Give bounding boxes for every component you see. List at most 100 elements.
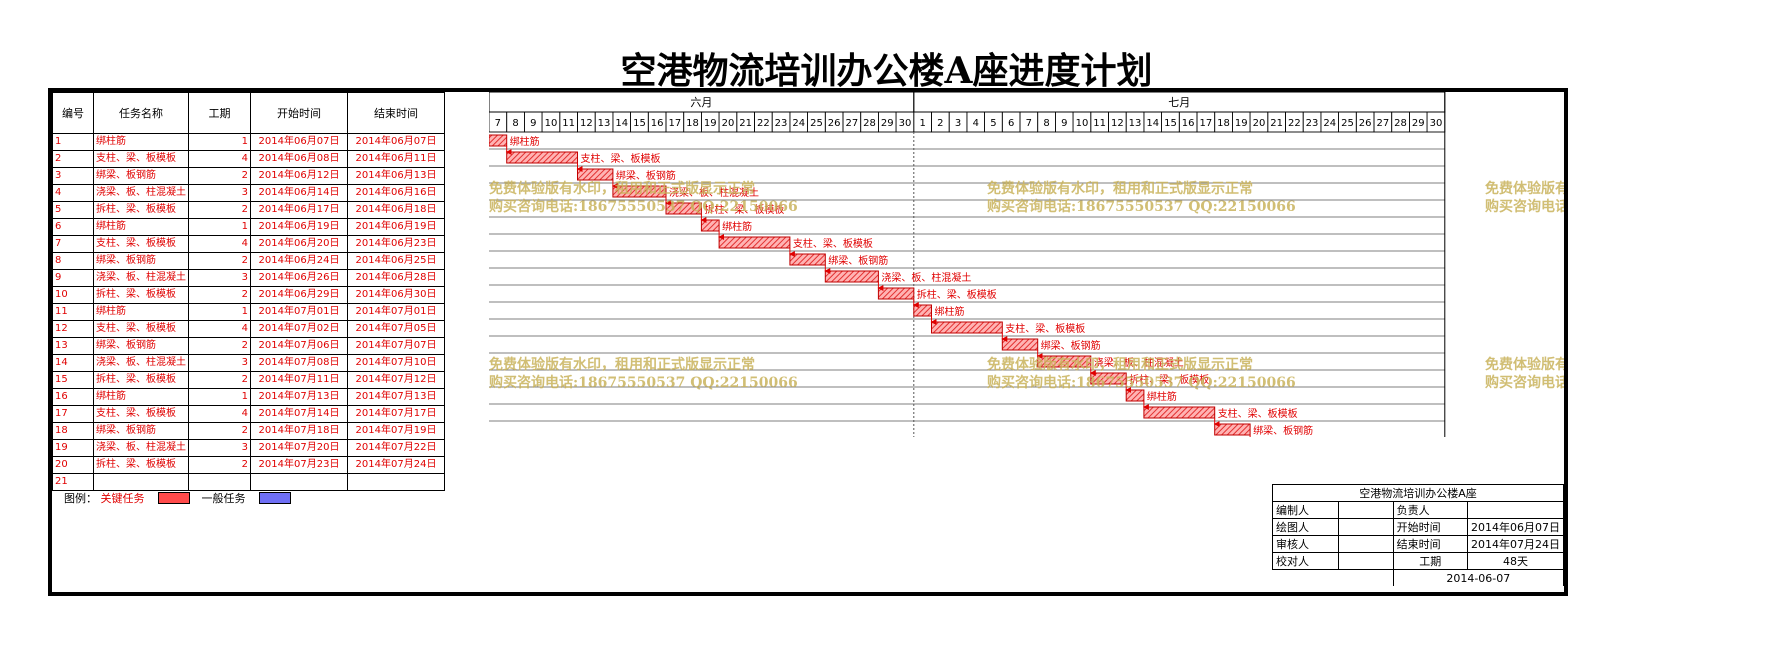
gantt-bar bbox=[506, 151, 579, 164]
task-end-cell: 2014年06月07日 bbox=[347, 133, 445, 151]
task-no-cell: 18 bbox=[52, 422, 94, 440]
gantt-bar bbox=[1001, 338, 1039, 351]
task-name-cell: 支柱、梁、板模板 bbox=[93, 150, 189, 168]
task-start-cell: 2014年06月24日 bbox=[250, 252, 348, 270]
gantt-day-label: 8 bbox=[1043, 118, 1049, 129]
legend-critical-label: 关键任务 bbox=[100, 492, 145, 505]
gantt-day-label: 3 bbox=[955, 118, 961, 129]
info-duration-label: 工期 bbox=[1392, 552, 1468, 570]
gantt-day-label: 26 bbox=[828, 118, 841, 129]
table-row: 21 bbox=[52, 473, 445, 491]
task-name-cell: 支柱、梁、板模板 bbox=[93, 405, 189, 423]
gantt-day-label: 11 bbox=[1093, 118, 1106, 129]
gantt-day-label: 13 bbox=[598, 118, 611, 129]
watermark-6: 免费体验版有水印，租用和正式版显示正常 购买咨询电话:18675550537 Q… bbox=[1485, 356, 1568, 392]
gantt-day-label: 30 bbox=[899, 118, 912, 129]
task-start-cell: 2014年07月14日 bbox=[250, 405, 348, 423]
task-start-cell: 2014年06月07日 bbox=[250, 133, 348, 151]
info-end-value: 2014年07月24日 bbox=[1466, 535, 1564, 553]
gantt-bar-label: 绑梁、板钢筋 bbox=[828, 254, 888, 267]
watermark-6-line2: 购买咨询电话:18675550537 QQ:22150066 bbox=[1485, 375, 1568, 391]
task-name-cell: 绑梁、板钢筋 bbox=[93, 167, 189, 185]
gantt-day-label: 28 bbox=[1394, 118, 1407, 129]
watermark-3-line2: 购买咨询电话:18675550537 QQ:22150066 bbox=[1485, 199, 1568, 215]
gantt-month-label: 六月 bbox=[690, 96, 712, 109]
task-name-cell: 支柱、梁、板模板 bbox=[93, 235, 189, 253]
gantt-bar-label: 浇梁、板、柱混凝土 bbox=[669, 186, 759, 199]
task-start-cell: 2014年07月20日 bbox=[250, 439, 348, 457]
gantt-day-label: 30 bbox=[1430, 118, 1443, 129]
gantt-bar bbox=[612, 185, 667, 198]
gantt-bar bbox=[877, 287, 915, 300]
info-checker-label: 校对人 bbox=[1272, 552, 1339, 570]
gantt-day-label: 25 bbox=[810, 118, 823, 129]
task-no-cell: 10 bbox=[52, 286, 94, 304]
gantt-day-label: 19 bbox=[704, 118, 717, 129]
task-end-cell: 2014年07月12日 bbox=[347, 371, 445, 389]
task-duration-cell: 3 bbox=[188, 439, 251, 457]
info-owner-value bbox=[1466, 501, 1564, 519]
task-no-cell: 20 bbox=[52, 456, 94, 474]
task-no-cell: 13 bbox=[52, 337, 94, 355]
gantt-day-label: 11 bbox=[562, 118, 575, 129]
gantt-bar bbox=[931, 321, 1003, 334]
task-duration-cell: 2 bbox=[188, 337, 251, 355]
gantt-day-label: 20 bbox=[1253, 118, 1266, 129]
header-duration: 工期 bbox=[188, 92, 251, 134]
task-name-cell: 拆柱、梁、板模板 bbox=[93, 371, 189, 389]
gantt-day-label: 29 bbox=[881, 118, 894, 129]
gantt-bar bbox=[489, 134, 508, 147]
legend-normal-label: 一般任务 bbox=[201, 492, 246, 505]
gantt-bar-label: 支柱、梁、板模板 bbox=[1005, 322, 1085, 335]
gantt-bar-label: 支柱、梁、板模板 bbox=[1218, 407, 1298, 420]
gantt-bar-label: 拆柱、梁、板模板 bbox=[1129, 373, 1209, 386]
info-drawer-label: 绘图人 bbox=[1272, 518, 1339, 536]
task-start-cell: 2014年06月19日 bbox=[250, 218, 348, 236]
task-no-cell: 21 bbox=[52, 473, 94, 491]
gantt-day-label: 7 bbox=[495, 118, 501, 129]
task-name-cell: 绑梁、板钢筋 bbox=[93, 422, 189, 440]
task-name-cell: 拆柱、梁、板模板 bbox=[93, 201, 189, 219]
gantt-day-label: 26 bbox=[1359, 118, 1372, 129]
watermark-3-line1: 免费体验版有水印，租用和正式版显示正常 bbox=[1485, 181, 1568, 197]
watermark-6-line1: 免费体验版有水印，租用和正式版显示正常 bbox=[1485, 357, 1568, 373]
gantt-bar-label: 绑梁、板钢筋 bbox=[1253, 424, 1313, 437]
task-duration-cell: 2 bbox=[188, 456, 251, 474]
gantt-bar-label: 绑梁、板钢筋 bbox=[616, 169, 676, 182]
gantt-day-label: 10 bbox=[545, 118, 558, 129]
gantt-day-label: 16 bbox=[1182, 118, 1195, 129]
task-start-cell: 2014年06月12日 bbox=[250, 167, 348, 185]
gantt-bar-label: 绑柱筋 bbox=[1147, 390, 1177, 403]
task-end-cell: 2014年06月28日 bbox=[347, 269, 445, 287]
task-name-cell: 绑柱筋 bbox=[93, 133, 189, 151]
task-name-cell: 绑梁、板钢筋 bbox=[93, 337, 189, 355]
gantt-day-label: 24 bbox=[792, 118, 805, 129]
task-no-cell: 12 bbox=[52, 320, 94, 338]
info-start-value: 2014年06月07日 bbox=[1466, 518, 1564, 536]
gantt-bar-label: 绑梁、板钢筋 bbox=[1041, 339, 1101, 352]
legend-critical-swatch bbox=[158, 492, 190, 504]
gantt-day-label: 25 bbox=[1341, 118, 1354, 129]
task-no-cell: 8 bbox=[52, 252, 94, 270]
task-start-cell: 2014年07月02日 bbox=[250, 320, 348, 338]
task-no-cell: 14 bbox=[52, 354, 94, 372]
task-no-cell: 15 bbox=[52, 371, 94, 389]
task-end-cell bbox=[347, 473, 445, 491]
gantt-day-label: 21 bbox=[1270, 118, 1283, 129]
gantt-bar-label: 浇梁、板、柱混凝土 bbox=[1094, 356, 1184, 369]
gantt-day-label: 15 bbox=[633, 118, 646, 129]
task-end-cell: 2014年07月01日 bbox=[347, 303, 445, 321]
task-start-cell: 2014年07月18日 bbox=[250, 422, 348, 440]
task-duration-cell: 4 bbox=[188, 405, 251, 423]
task-duration-cell: 2 bbox=[188, 422, 251, 440]
gantt-day-label: 29 bbox=[1412, 118, 1425, 129]
task-end-cell: 2014年07月05日 bbox=[347, 320, 445, 338]
task-name-cell: 拆柱、梁、板模板 bbox=[93, 456, 189, 474]
